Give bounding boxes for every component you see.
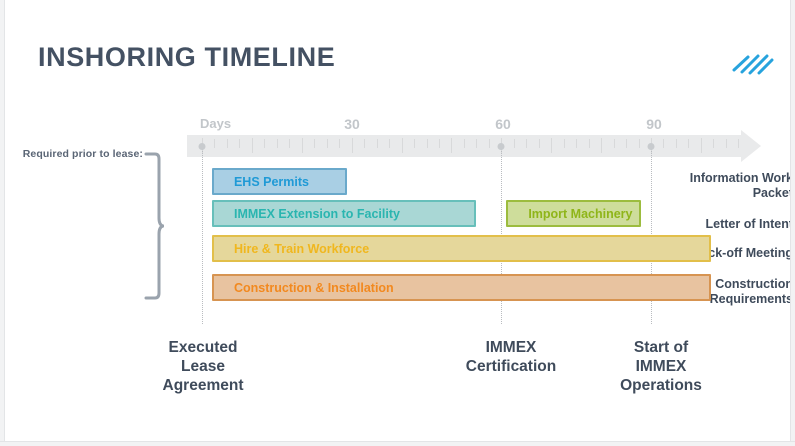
axis-tick-minor [276,139,278,148]
left-label-line-1: Construction [715,277,793,291]
milestone-caption-line-1: Start of [633,339,689,356]
axis-tick-minor [326,139,328,148]
axis-tick-minor [513,139,515,148]
axis-tick-minor [289,139,291,148]
milestone-guide-day-0 [202,146,203,324]
milestone-caption-immex-certification: IMMEX Certification [416,338,606,376]
axis-tick-label-30: 30 [344,116,360,132]
milestone-caption-line-2: IMMEX [635,358,687,375]
gantt-bar-label: Import Machinery [528,206,633,221]
prerequisites-panel: Required prior to lease: [0,148,145,160]
milestone-caption-start-of-immex-operations: Start of IMMEX Operations [576,338,746,395]
axis-tick-major [351,138,353,153]
gantt-bar-label: EHS Permits [233,174,309,189]
left-label-line-1: Kick-off Meeting [695,246,793,260]
left-label-construction-requirements: Construction Requirements [648,277,793,307]
axis-tick-minor [526,139,528,148]
prerequisites-brace-icon [144,152,165,300]
axis-tick-minor [613,139,615,148]
axis-tick-major [601,138,603,153]
gantt-bar-label: Hire & Train Workforce [233,241,370,256]
axis-tick-minor [626,139,628,148]
axis-tick-minor [426,139,428,148]
milestone-caption-line-2: Lease [181,358,225,375]
axis-tick-minor [538,139,540,148]
gantt-bar-label: Construction & Installation [233,280,394,295]
axis-tick-major [401,138,403,153]
left-label-line-1: Letter of Intent [705,217,794,231]
page-title: INSHORING TIMELINE [38,42,336,72]
axis-tick-major [251,138,253,153]
gantt-bar-import-machinery[interactable]: Import Machinery [506,200,641,227]
axis-tick-major [551,138,553,153]
axis-tick-minor [713,139,715,148]
axis-tick-label-90: 90 [646,116,662,132]
milestone-guide-dot-day-60 [497,143,505,150]
left-label-letter-of-intent: Letter of Intent [648,217,794,232]
axis-tick-minor [688,139,690,148]
axis-tick-minor [675,139,677,148]
left-label-information-work-packet: Information Work Packet [648,171,793,201]
milestone-guide-dot-day-90 [647,143,655,150]
axis-tick-minor [414,139,416,148]
axis-tick-major [451,138,453,153]
left-label-kick-off-meeting: Kick-off Meeting [648,246,793,261]
axis-tick-minor [214,139,216,148]
left-label-line-1: Information Work [689,171,793,185]
axis-tick-minor [239,139,241,148]
axis-tick-label-60: 60 [495,116,511,132]
gantt-bar-construction-and-installation[interactable]: Construction & Installation [211,274,711,301]
left-label-line-2: Requirements [709,292,793,306]
axis-tick-minor [738,139,740,148]
axis-tick-minor [438,139,440,148]
axis-tick-major [700,138,702,153]
slide-bottom-edge [0,441,795,446]
axis-label-days: Days [200,116,232,131]
left-label-line-2: Packet [752,186,793,200]
axis-tick-minor [226,139,228,148]
milestone-guide-dot-day-0 [198,143,206,150]
axis-tick-minor [364,139,366,148]
axis-tick-minor [576,139,578,148]
axis-tick-minor [725,139,727,148]
milestone-caption-line-1: Executed [168,339,238,356]
gantt-bar-label: IMMEX Extension to Facility [233,206,400,221]
axis-tick-minor [476,139,478,148]
axis-tick-minor [376,139,378,148]
axis-tick-minor [463,139,465,148]
axis-tick-minor [389,139,391,148]
axis-tick-minor [264,139,266,148]
axis-tick-minor [314,139,316,148]
milestone-caption-line-1: IMMEX [485,339,537,356]
gantt-bar-hire-and-train-workforce[interactable]: Hire & Train Workforce [211,235,711,262]
milestone-caption-executed-lease-agreement: Executed Lease Agreement [113,338,293,395]
axis-tick-minor [663,139,665,148]
axis-tick-minor [563,139,565,148]
gantt-bar-ehs-permits[interactable]: EHS Permits [211,168,347,195]
axis-tick-minor [339,139,341,148]
required-prior-to-lease-note: Required prior to lease: [22,148,143,160]
axis-tick-minor [488,139,490,148]
gantt-bar-immex-extension-to-facility[interactable]: IMMEX Extension to Facility [211,200,477,227]
timeline-axis-bar [187,135,743,157]
axis-tick-minor [588,139,590,148]
milestone-caption-line-3: Agreement [162,377,244,394]
axis-arrow-head-icon [741,130,761,162]
company-logo-icon [731,50,775,78]
axis-tick-major [301,138,303,153]
axis-tick-minor [638,139,640,148]
milestone-caption-line-3: Operations [620,377,702,394]
milestone-caption-line-2: Certification [465,358,557,375]
